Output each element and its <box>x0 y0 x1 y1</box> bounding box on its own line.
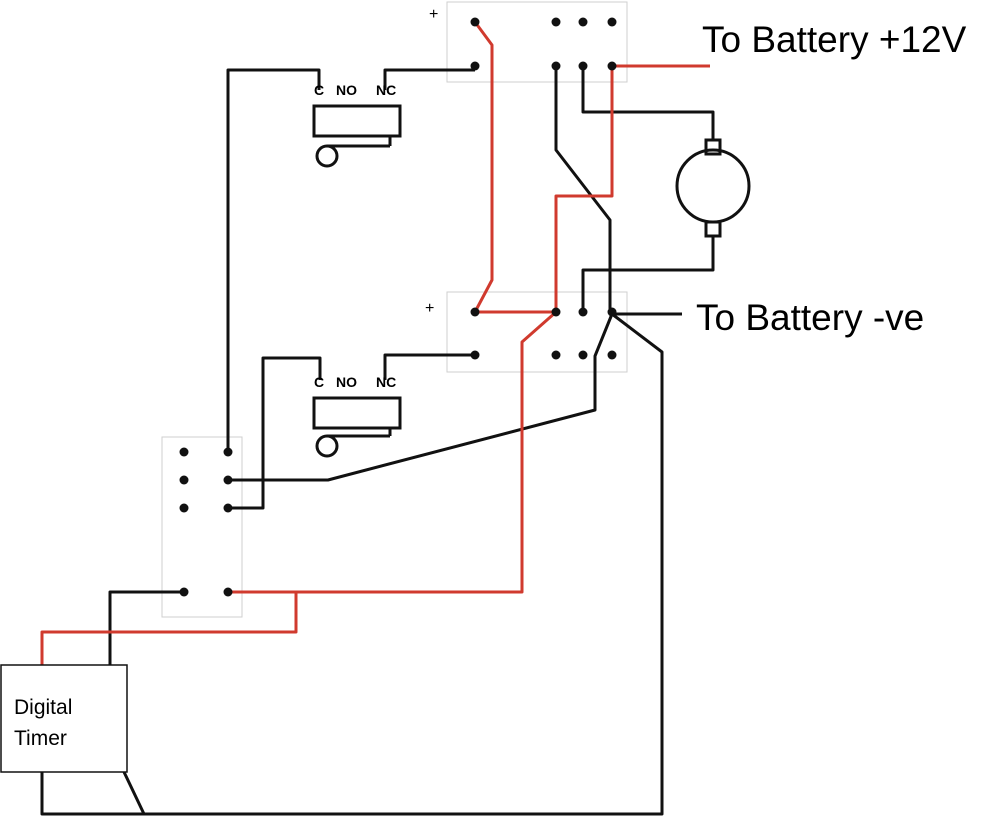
wire-timer-positive <box>40 592 298 665</box>
terminal <box>551 17 561 27</box>
timer-label-line2: Timer <box>14 727 67 750</box>
wire-middle-to-left <box>228 310 557 594</box>
middle-switch-block <box>446 291 628 373</box>
terminal <box>578 350 588 360</box>
terminal <box>223 503 233 513</box>
terminal <box>551 61 561 71</box>
terminal <box>551 307 561 317</box>
relay-coil-body <box>312 396 402 430</box>
wire-timer-ground <box>40 772 144 816</box>
terminal <box>607 17 617 27</box>
plus-marker-middle: + <box>425 300 434 317</box>
motor-icon <box>675 138 751 238</box>
wire-relay1-nc <box>383 68 475 90</box>
terminal <box>223 587 233 597</box>
terminal <box>607 350 617 360</box>
relay-pin-no: NO <box>336 374 357 390</box>
terminal <box>607 61 617 71</box>
terminal <box>470 17 480 27</box>
relay-pin-nc: NC <box>376 374 396 390</box>
wire-left-to-middle <box>228 313 614 482</box>
terminal <box>578 307 588 317</box>
wire-relay1-c <box>226 68 321 450</box>
relay-coil-loop <box>315 144 339 168</box>
relay-pin-nc: NC <box>376 82 396 98</box>
red-wires <box>40 21 710 665</box>
digital-timer: Digital Timer <box>0 664 128 773</box>
terminal <box>551 350 561 360</box>
terminal <box>179 587 189 597</box>
terminal <box>578 17 588 27</box>
label-battery-negative: To Battery -ve <box>696 297 924 338</box>
terminals <box>179 17 617 597</box>
timer-box <box>0 664 128 773</box>
relay-pin-c: C <box>314 82 324 98</box>
label-battery-positive: To Battery +12V <box>702 19 967 60</box>
relay-coil-body <box>312 104 402 138</box>
wire-cross-1 <box>554 68 612 314</box>
terminal <box>179 447 189 457</box>
top-switch-block <box>446 1 628 83</box>
terminal <box>179 503 189 513</box>
plus-marker-top: + <box>429 6 438 23</box>
wire-motor-bottom <box>581 236 715 314</box>
terminal <box>470 61 480 71</box>
black-wires <box>40 68 715 816</box>
terminal <box>607 307 617 317</box>
terminal <box>578 61 588 71</box>
wire-return-loop <box>122 312 664 816</box>
relay-coil-loop <box>315 434 339 458</box>
terminal <box>179 475 189 485</box>
wire-top-plus <box>473 21 494 313</box>
terminal <box>470 307 480 317</box>
terminal <box>470 350 480 360</box>
terminal <box>223 447 233 457</box>
wire-timer-to-switch <box>108 590 184 665</box>
wire-to-middle-block <box>554 66 614 312</box>
left-switch-block <box>161 436 243 618</box>
relay-top: C NO NC <box>312 82 402 168</box>
timer-label-line1: Digital <box>14 696 72 719</box>
wire-relay2-c <box>228 356 322 510</box>
relay-bottom: C NO NC <box>312 374 402 458</box>
wire-motor-top <box>581 68 715 140</box>
wire-relay2-nc <box>383 353 475 380</box>
relay-pin-no: NO <box>336 82 357 98</box>
terminal <box>223 475 233 485</box>
relay-pin-c: C <box>314 374 324 390</box>
